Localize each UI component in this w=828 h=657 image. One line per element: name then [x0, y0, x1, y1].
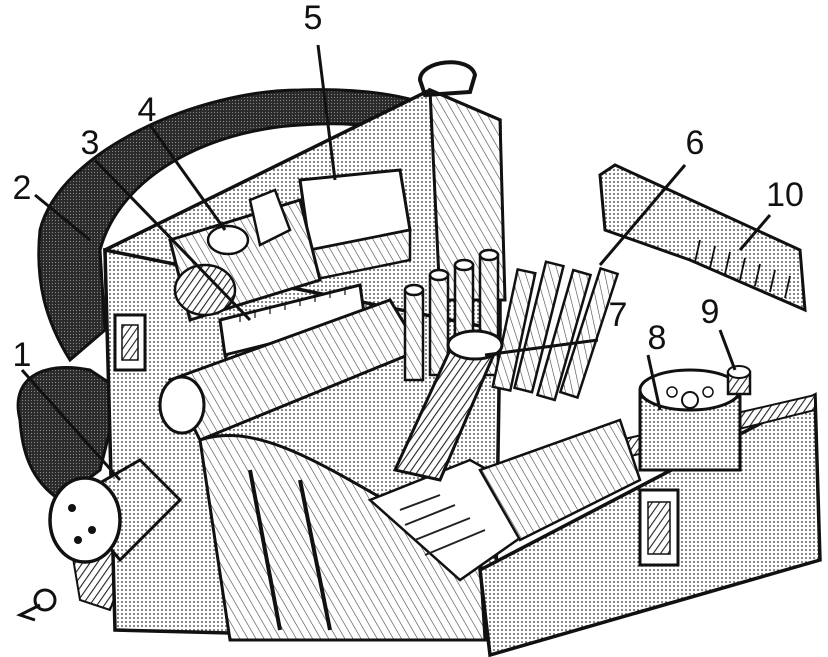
- item-10-comb: [598, 163, 807, 313]
- callout-2: 2: [12, 169, 32, 207]
- callout-7: 7: [608, 296, 628, 334]
- item-4-meter: [168, 188, 322, 322]
- callout-4: 4: [137, 91, 157, 129]
- callout-5: 5: [303, 0, 323, 37]
- case-handle: [417, 60, 478, 98]
- item-1-device: [48, 458, 183, 564]
- callout-9: 9: [700, 293, 720, 331]
- item-5-box: [298, 168, 412, 282]
- callout-10: 10: [766, 176, 804, 214]
- callout-6: 6: [685, 124, 705, 162]
- item-7-flashlight: [392, 329, 504, 482]
- callout-8: 8: [647, 319, 667, 357]
- callout-1: 1: [12, 336, 32, 374]
- item-6-tubes: [403, 248, 620, 402]
- item-9-knob: [726, 365, 752, 396]
- callout-3: 3: [80, 124, 100, 162]
- leader-lines: [20, 44, 772, 481]
- item-8-canister: [638, 368, 742, 472]
